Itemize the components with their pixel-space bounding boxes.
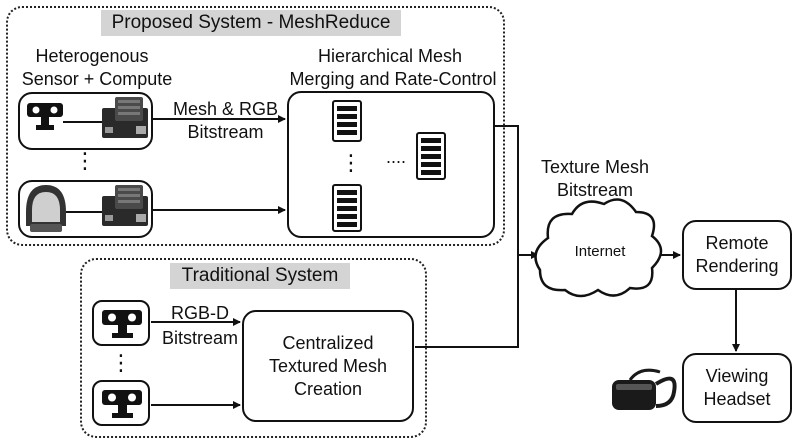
proposed-system-frame <box>6 6 505 246</box>
mesh-rgb-label-line1: Mesh & RGB <box>172 99 279 119</box>
central-line2: Textured Mesh <box>268 355 388 376</box>
depth-camera-icon <box>27 97 148 138</box>
server-icon-top <box>332 100 362 142</box>
sensor-label-line2: Sensor + Compute <box>21 69 173 89</box>
central-line1: Centralized <box>282 332 374 353</box>
server-cluster-icons <box>332 100 446 232</box>
sensor-node-top <box>18 92 153 150</box>
viewing-headset-box: Viewing Headset <box>682 353 792 423</box>
rgbd-label-line2: Bitstream <box>161 328 239 348</box>
texture-mesh-label-line2: Bitstream <box>556 180 634 200</box>
compute-board-icon-2 <box>102 185 148 226</box>
compute-board-icon <box>102 97 148 138</box>
centralized-mesh-box: Centralized Textured Mesh Creation <box>242 310 414 422</box>
rgbd-camera-top <box>92 300 150 346</box>
remote-rendering-box: Remote Rendering <box>682 220 792 290</box>
merge-label-line2: Merging and Rate-Control <box>289 69 497 89</box>
merge-label-line1: Hierarchical Mesh <box>317 46 463 66</box>
central-line3: Creation <box>293 378 363 399</box>
remote-line2: Rendering <box>695 256 779 276</box>
server-vertical-ellipsis: ⋮ <box>340 150 362 175</box>
server-icon-bottom <box>332 184 362 232</box>
rgbd-label-line1: RGB-D <box>171 303 229 323</box>
server-icon-right <box>416 132 446 180</box>
server-horizontal-ellipsis: .... <box>385 147 406 167</box>
depth-camera-icon-2 <box>102 310 142 338</box>
proposed-system-title: Proposed System - MeshReduce <box>101 10 401 36</box>
camera-vertical-ellipsis: ⋮ <box>110 350 132 375</box>
texture-mesh-label-line1: Texture Mesh <box>540 157 650 177</box>
headset-line1: Viewing <box>705 366 769 386</box>
headset-line2: Headset <box>703 389 771 409</box>
depth-camera-icon-3 <box>102 390 142 418</box>
internet-label: Internet <box>574 243 626 260</box>
dome-sensor-icon <box>26 185 148 232</box>
rgbd-camera-bottom <box>92 380 150 426</box>
hierarchical-merge-box <box>287 91 495 238</box>
uplink-line <box>415 125 519 348</box>
sensor-label-line1: Heterogenous <box>35 46 149 66</box>
traditional-system-title: Traditional System <box>170 263 350 289</box>
traditional-system-frame <box>80 258 427 438</box>
mesh-rgb-label-line2: Bitstream <box>187 122 264 142</box>
remote-line1: Remote <box>705 233 769 253</box>
sensor-vertical-ellipsis: ⋮ <box>74 148 96 173</box>
sensor-node-bottom <box>18 180 153 238</box>
